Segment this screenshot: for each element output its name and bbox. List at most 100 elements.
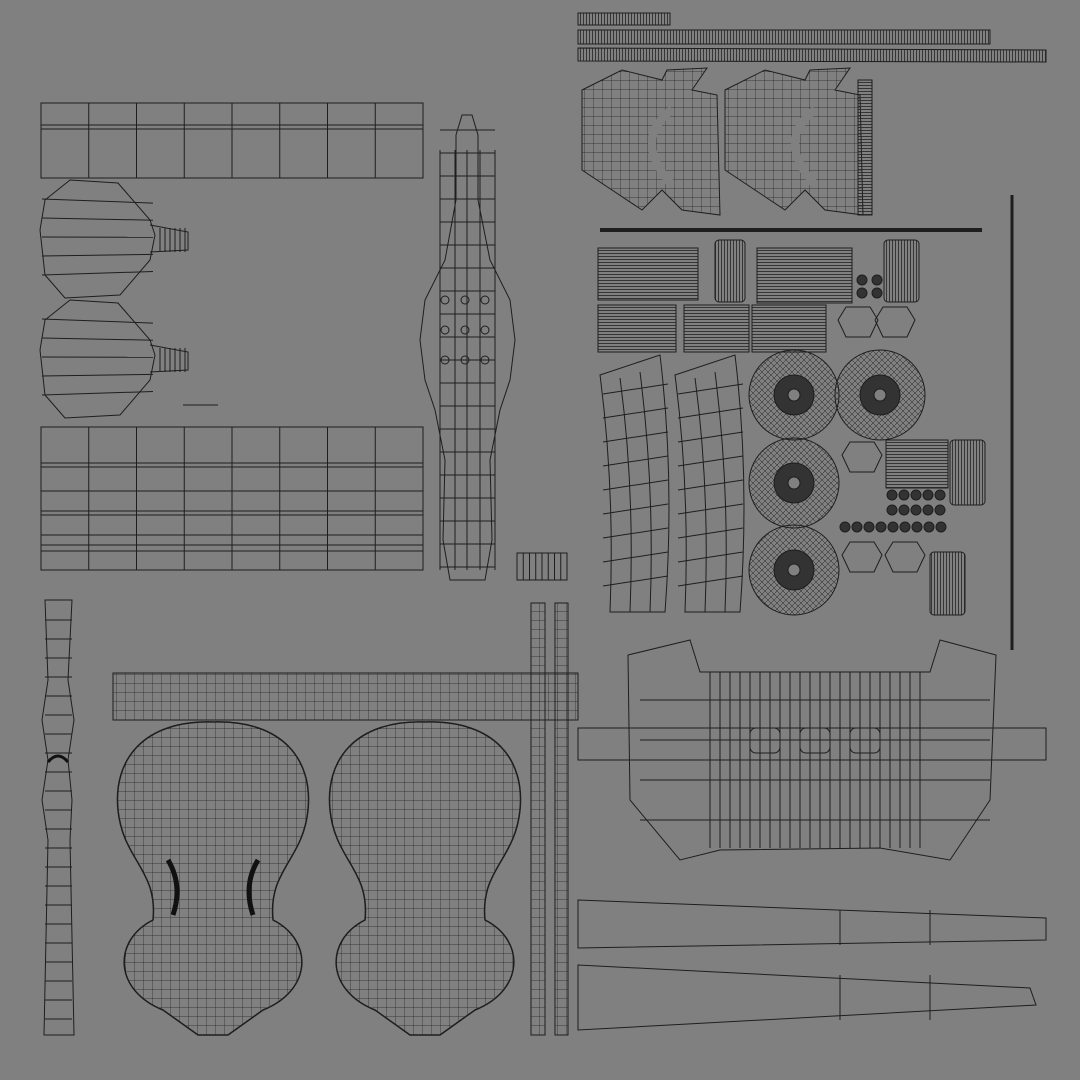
curved-rib-left-edge xyxy=(603,504,668,514)
scroll-neck-outline xyxy=(42,600,74,1035)
bridge-hole xyxy=(750,728,780,753)
string-block xyxy=(598,248,698,300)
small-rosette xyxy=(899,505,909,515)
pod-upper-edge xyxy=(42,254,153,256)
curved-rib-left-edge xyxy=(603,408,668,418)
disc-uv xyxy=(749,350,839,440)
scroll-curl xyxy=(48,756,68,762)
pod-lower-stem xyxy=(150,345,188,372)
pod-lower-edge xyxy=(42,338,153,340)
small-rosette xyxy=(935,490,945,500)
neck-hole xyxy=(441,356,449,364)
curved-rib-left-mid xyxy=(640,372,651,612)
small-rosette xyxy=(887,505,897,515)
pod-lower-outline xyxy=(40,300,155,418)
curved-rib-right-edge xyxy=(678,504,743,514)
pod-lower-edge xyxy=(42,392,153,396)
curved-rib-left-edge xyxy=(603,480,668,490)
small-octagon-piece xyxy=(838,307,878,337)
bridge-rib-uv xyxy=(578,640,1046,860)
bridge-hole xyxy=(850,728,880,753)
small-rosette xyxy=(887,490,897,500)
curved-rib-right-edge xyxy=(678,432,743,442)
body-top-uv-outline xyxy=(117,722,308,1035)
small-octagon-piece xyxy=(842,442,882,472)
wedge-upper xyxy=(578,900,1046,948)
f-hole-left xyxy=(168,860,177,915)
vertical-strip-right xyxy=(555,603,568,1035)
wedge-lower xyxy=(578,965,1036,1030)
scroll-uv-right xyxy=(725,68,863,215)
pod-lower-edge xyxy=(42,374,153,376)
neck-hole xyxy=(461,326,469,334)
disc-uv xyxy=(835,350,925,440)
curved-rib-right-edge xyxy=(678,456,743,466)
neck-hole xyxy=(441,296,449,304)
scroll-neck-uv xyxy=(42,600,74,1035)
f-hole-right xyxy=(249,860,258,915)
peg-block xyxy=(930,552,965,615)
curved-rib-left-edge xyxy=(603,456,668,466)
disc-uv xyxy=(749,525,839,615)
neck-outline xyxy=(420,115,515,580)
scroll-uv-left-cutout xyxy=(652,110,672,185)
fingerboard-mesh xyxy=(113,673,578,720)
bridge-outline xyxy=(628,640,996,860)
neck-hole xyxy=(461,296,469,304)
small-rosette xyxy=(911,505,921,515)
body-top-uv xyxy=(117,722,308,1035)
peg-block xyxy=(884,240,919,302)
fingerboard-uv xyxy=(113,673,578,720)
fingerboard-outline xyxy=(113,673,578,720)
small-rosette xyxy=(899,490,909,500)
string-block xyxy=(757,248,852,303)
strip-short xyxy=(578,13,670,25)
neck-hole xyxy=(481,326,489,334)
disc-hole xyxy=(788,477,800,489)
neck-hole xyxy=(481,296,489,304)
curved-rib-left-outline xyxy=(600,355,669,612)
small-grid-piece xyxy=(517,553,567,580)
curved-rib-left-edge xyxy=(603,384,668,394)
curved-rib-left-mid xyxy=(620,378,631,612)
small-rosette xyxy=(888,522,898,532)
pod-lower xyxy=(40,300,188,418)
small-rosette xyxy=(936,522,946,532)
small-rosette xyxy=(923,505,933,515)
small-rosette xyxy=(864,522,874,532)
pod-upper-edge xyxy=(42,199,153,203)
curved-rib-right-edge xyxy=(678,480,743,490)
body-back-uv xyxy=(329,722,520,1035)
curved-rib-right-edge xyxy=(678,384,743,394)
small-rosette xyxy=(852,522,862,532)
pod-upper xyxy=(40,180,188,298)
scroll-uv-right-cutout xyxy=(795,110,815,185)
pod-lower-edge xyxy=(42,319,153,323)
small-rosette xyxy=(935,505,945,515)
curved-rib-right-mid xyxy=(695,378,706,612)
string-block xyxy=(752,305,826,352)
small-rosette xyxy=(857,275,867,285)
string-block xyxy=(886,440,948,488)
curved-rib-right xyxy=(675,355,744,612)
string-block xyxy=(684,305,749,352)
neck-hole xyxy=(441,326,449,334)
curved-rib-right-edge xyxy=(678,528,743,538)
body-back-uv-outline xyxy=(329,722,520,1035)
neck-uv xyxy=(420,115,515,580)
curved-rib-left-edge xyxy=(603,552,668,562)
curved-rib-left-edge xyxy=(603,432,668,442)
small-rosette xyxy=(857,288,867,298)
curved-rib-left xyxy=(600,355,669,612)
disc-hole xyxy=(788,564,800,576)
disc-uv xyxy=(749,438,839,528)
curved-rib-right-outline xyxy=(675,355,744,612)
small-rosette xyxy=(923,490,933,500)
small-octagon-piece xyxy=(885,542,925,572)
scroll-uv-left xyxy=(582,68,720,215)
small-rosette xyxy=(900,522,910,532)
vertical-strip-left xyxy=(531,603,545,1035)
pod-upper-edge xyxy=(42,272,153,276)
pod-upper-edge xyxy=(42,218,153,220)
